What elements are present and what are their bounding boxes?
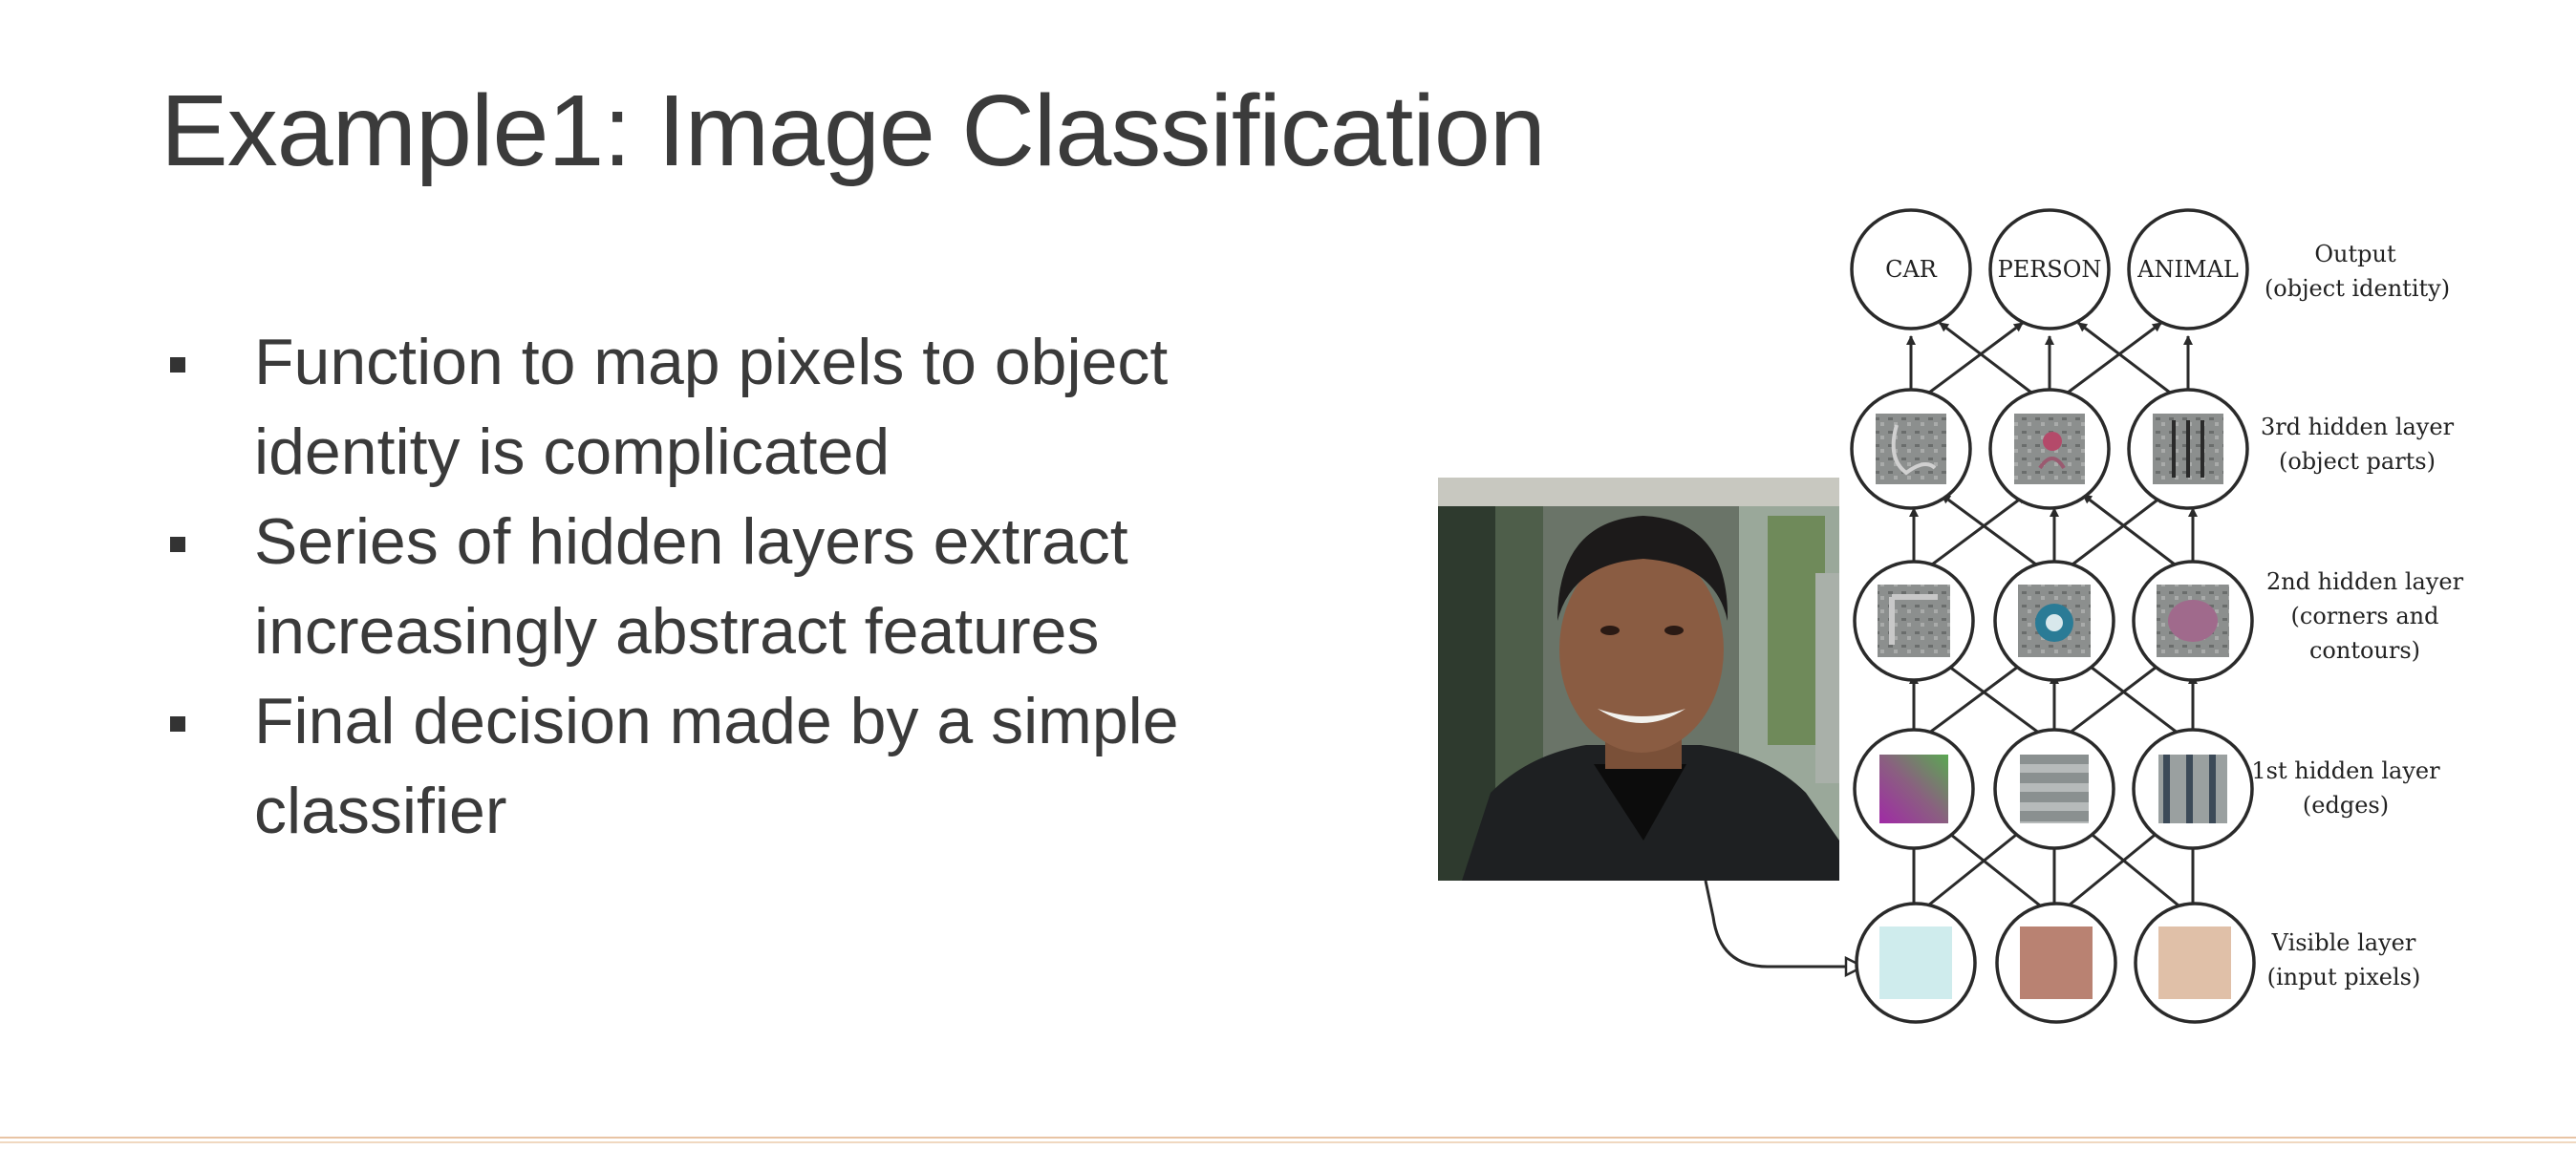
footer-divider [0, 1141, 2576, 1143]
footer-divider [0, 1137, 2576, 1139]
hidden-node [1850, 388, 1972, 510]
hidden-node [1993, 560, 2115, 682]
hidden-layer-2 [1853, 560, 2254, 682]
arrows-hidden1-to-hidden2 [1909, 659, 2198, 735]
hidden-node [1853, 560, 1975, 682]
object-part-tile [2014, 414, 2085, 484]
arrows-hidden3-to-output [1906, 321, 2193, 397]
input-pixel-swatch [1879, 926, 1952, 999]
bullet-list: Function to map pixels to object identit… [162, 317, 1357, 856]
caption-hidden2-line2: (corners and [2291, 603, 2439, 629]
arrows-hidden2-to-hidden3 [1909, 493, 2198, 569]
hidden-layer-1 [1853, 728, 2254, 850]
output-node-animal [2127, 208, 2249, 330]
input-node [2134, 902, 2256, 1024]
output-label-person: PERSON [1998, 256, 2102, 283]
arrows-visible-to-hidden1 [1909, 825, 2198, 907]
square-bullet-icon [170, 357, 185, 373]
input-node [1855, 902, 1977, 1024]
object-part-tile [2153, 414, 2223, 484]
bullet-text: Function to map pixels to object identit… [254, 326, 1169, 488]
contour-feature-tile [1878, 585, 1950, 657]
caption-hidden2-line3: contours) [2309, 637, 2420, 664]
contour-feature-tile [2157, 585, 2229, 657]
layer-captions: Output (object identity) 3rd hidden laye… [2251, 241, 2463, 990]
bullet-item: Final decision made by a simple classifi… [162, 676, 1357, 856]
input-pixel-swatch [2158, 926, 2231, 999]
caption-visible-line2: (input pixels) [2267, 964, 2421, 990]
slide-title: Example1: Image Classification [161, 75, 1546, 187]
output-label-animal: ANIMAL [2136, 256, 2239, 283]
hidden-node [2132, 728, 2254, 850]
caption-output-line2: (object identity) [2265, 275, 2450, 302]
caption-hidden3-line2: (object parts) [2279, 448, 2436, 475]
caption-hidden2-line1: 2nd hidden layer [2266, 568, 2464, 595]
output-node-car [1850, 208, 1972, 330]
edge-feature-tile [2020, 755, 2089, 823]
hidden-node [2127, 388, 2249, 510]
object-part-tile [1876, 414, 1946, 484]
photo-to-input-arrow [1704, 880, 1863, 967]
caption-visible-line1: Visible layer [2271, 929, 2416, 956]
caption-hidden1-line1: 1st hidden layer [2251, 757, 2440, 784]
hidden-node [1988, 388, 2111, 510]
visible-layer [1855, 902, 2256, 1024]
output-layer: CAR PERSON ANIMAL [1850, 208, 2249, 330]
hidden-node [2132, 560, 2254, 682]
bullet-item: Series of hidden layers extract increasi… [162, 497, 1357, 676]
portrait-photo [1438, 478, 1839, 881]
bullet-item: Function to map pixels to object identit… [162, 317, 1357, 497]
edge-feature-tile [2158, 755, 2227, 823]
caption-hidden3-line1: 3rd hidden layer [2261, 414, 2455, 440]
output-node-person [1988, 208, 2111, 330]
bullet-text: Series of hidden layers extract increasi… [254, 505, 1128, 668]
output-label-car: CAR [1885, 256, 1938, 283]
edge-feature-tile [1879, 755, 1948, 823]
hidden-layer-3 [1850, 388, 2249, 510]
input-node [1995, 902, 2117, 1024]
square-bullet-icon [170, 537, 185, 552]
square-bullet-icon [170, 716, 185, 732]
hidden-node [1853, 728, 1975, 850]
caption-hidden1-line2: (edges) [2303, 792, 2389, 819]
caption-output-line1: Output [2314, 241, 2396, 267]
contour-feature-tile [2018, 585, 2091, 657]
hidden-node [1993, 728, 2115, 850]
input-pixel-swatch [2020, 926, 2093, 999]
bullet-text: Final decision made by a simple classifi… [254, 685, 1179, 847]
